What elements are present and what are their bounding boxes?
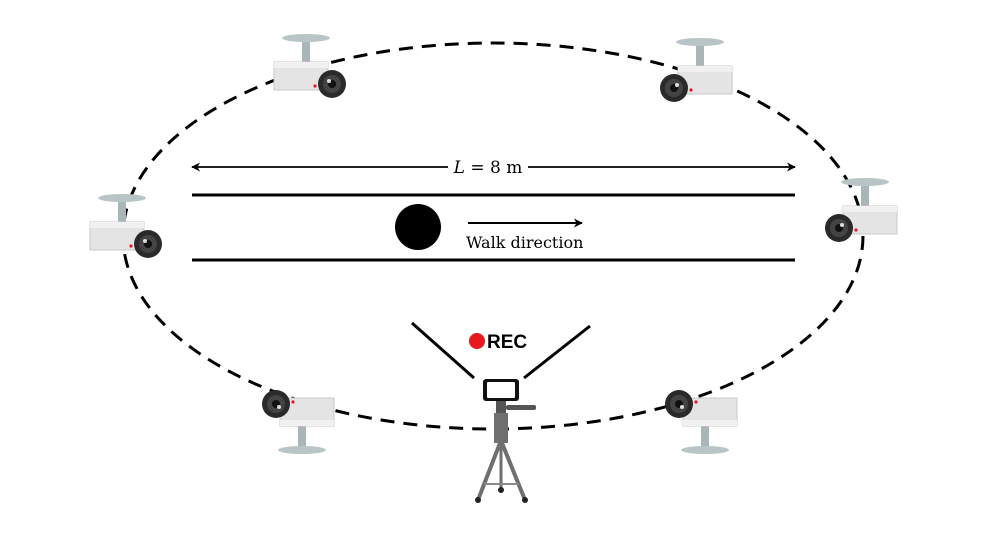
view-cone-right [523,324,591,380]
security-camera-icon [824,177,898,243]
security-camera-icon [664,389,738,455]
view-cone-left [411,321,475,380]
length-value: = 8 m [465,158,522,178]
rec-label: REC [487,332,527,353]
tripod-icon [475,401,536,503]
security-camera-icon [261,389,335,455]
security-camera-icon [89,193,163,259]
rec-dot [469,333,485,349]
walk-direction-label: Walk direction [466,233,583,252]
length-label: L = 8 m [453,158,523,178]
security-camera-icon [273,33,347,99]
length-variable: L [453,158,465,178]
walker-dot-icon [395,204,441,250]
security-camera-icon [659,37,733,103]
smartphone-icon [483,379,519,401]
